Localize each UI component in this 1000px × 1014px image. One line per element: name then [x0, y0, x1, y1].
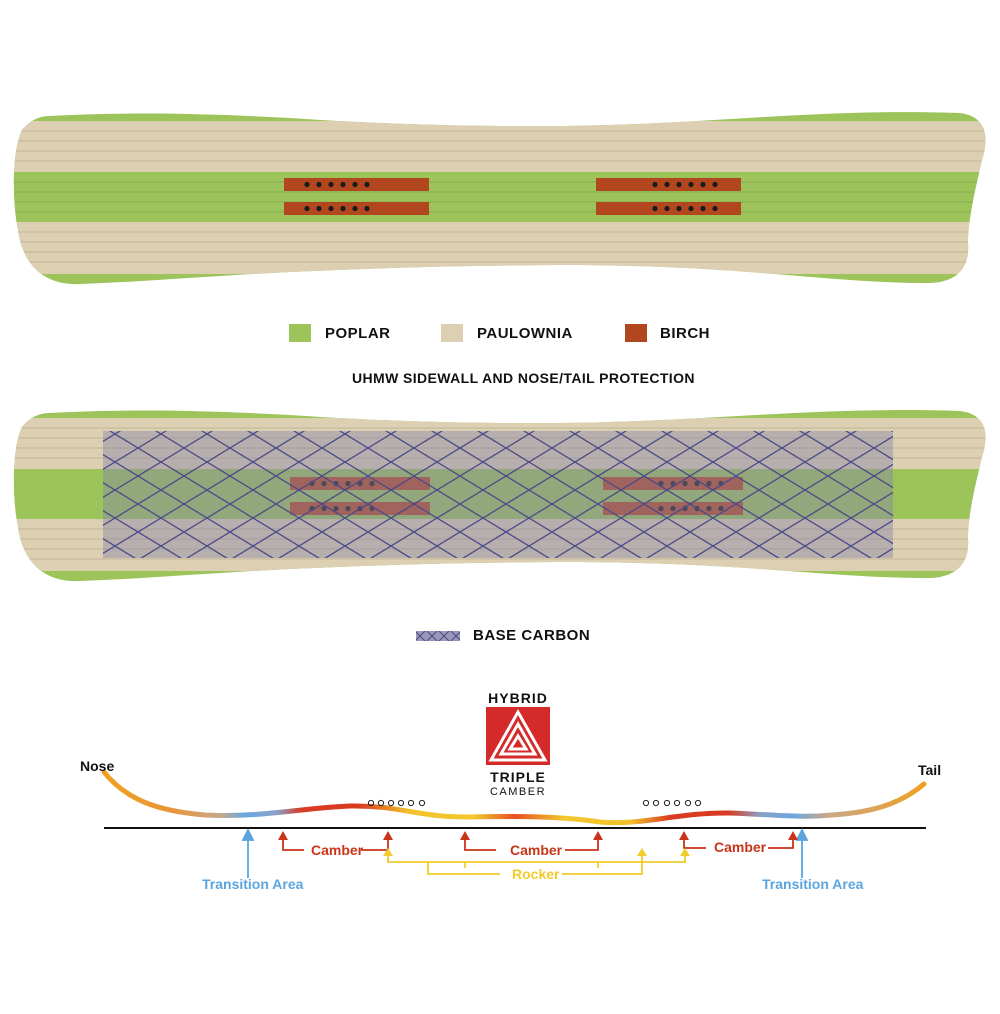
rocker-label: Rocker [512, 866, 560, 882]
paulownia-swatch [441, 324, 463, 342]
birch-label: BIRCH [660, 325, 710, 342]
transition-label-right: Transition Area [762, 876, 864, 892]
tail-label: Tail [918, 762, 941, 778]
birch-swatch [625, 324, 647, 342]
logo-line1: HYBRID [488, 690, 548, 706]
hybrid-triple-camber-logo: HYBRID TRIPLE CAMBER [486, 690, 550, 798]
camber-label-center: Camber [510, 842, 563, 858]
birch-inserts-top [284, 178, 741, 215]
nose-label: Nose [80, 758, 114, 774]
paulownia-label: PAULOWNIA [477, 325, 573, 342]
camber-profile: Nose Tail Camber Camber Camber Rocker Tr… [80, 758, 941, 892]
profile-curve [101, 769, 927, 826]
poplar-swatch [289, 324, 311, 342]
camber-label-left: Camber [311, 842, 364, 858]
poplar-label: POPLAR [325, 325, 391, 342]
board-top [13, 112, 986, 285]
board-base [13, 410, 986, 582]
base-carbon-swatch [416, 631, 460, 641]
uhmw-heading: UHMW SIDEWALL AND NOSE/TAIL PROTECTION [352, 370, 695, 386]
transition-label-left: Transition Area [202, 876, 304, 892]
base-carbon-label: BASE CARBON [473, 627, 591, 644]
logo-line3: CAMBER [490, 786, 546, 798]
logo-line2: TRIPLE [490, 769, 546, 785]
camber-label-right: Camber [714, 839, 767, 855]
